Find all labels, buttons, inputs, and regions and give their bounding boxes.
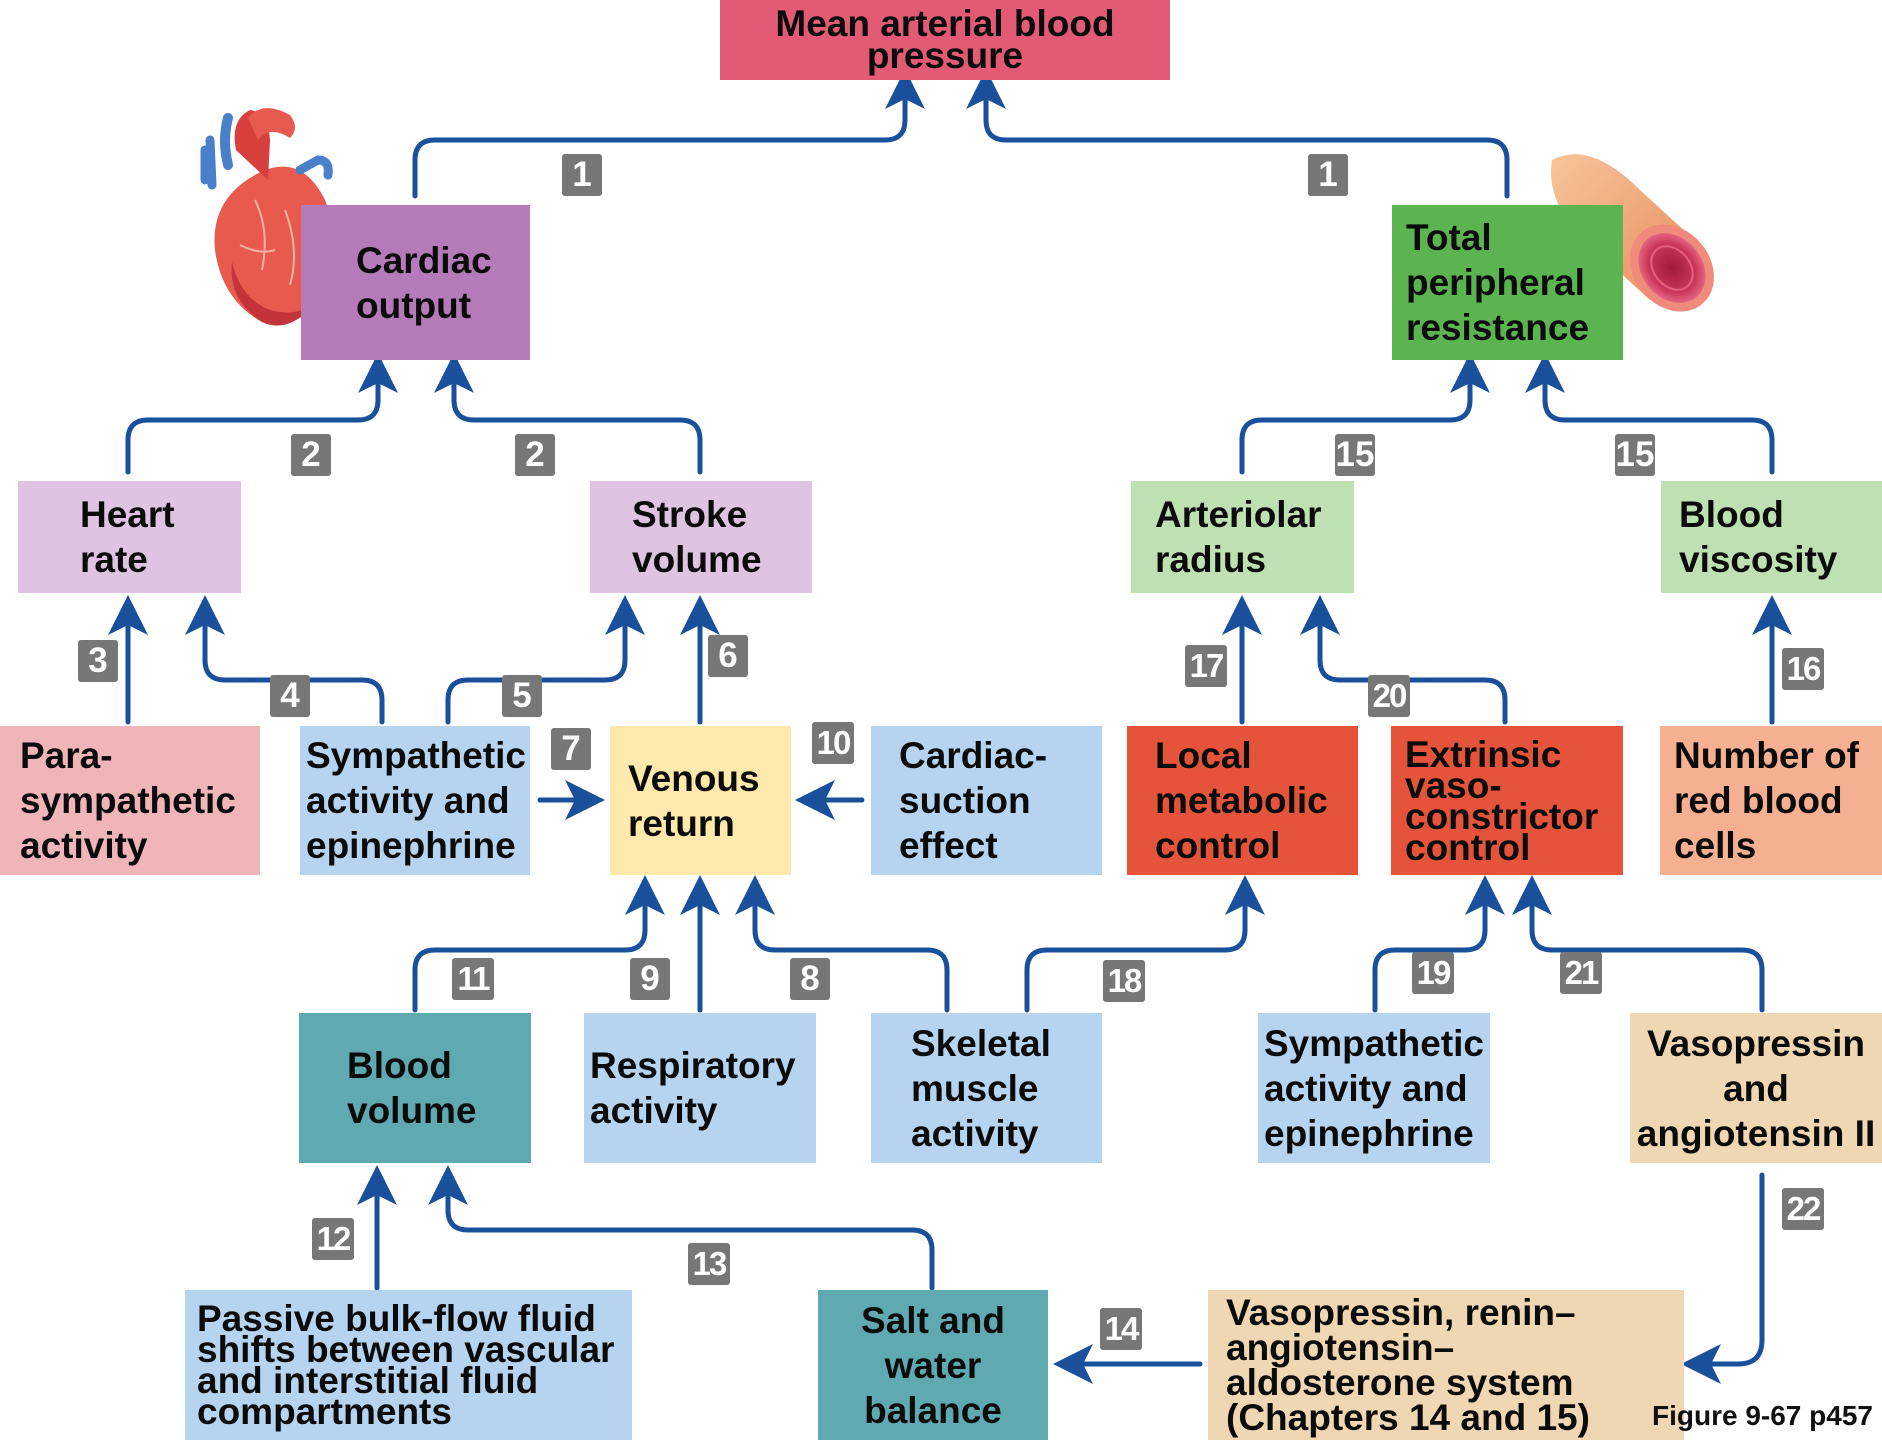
node-passive-bulk-flow: Passive bulk-flow fluid shifts between v… <box>185 1290 632 1440</box>
badge-16: 16 <box>1782 648 1824 690</box>
arrow-vaso-to-extrinsic <box>1512 875 1765 1013</box>
arrow-symp2-to-extrinsic <box>1372 875 1505 1013</box>
blood-vessel-illustration <box>1551 154 1714 312</box>
node-local-metabolic-control: Local metabolic control <box>1127 726 1358 875</box>
badge-21: 21 <box>1560 952 1602 994</box>
badge-7: 7 <box>551 728 591 770</box>
arrow-skel-to-local <box>1024 875 1265 1013</box>
badge-6: 6 <box>708 635 748 677</box>
badge-2-left: 2 <box>291 434 331 476</box>
node-mean-arterial-pressure: Mean arterial blood pressure <box>720 0 1170 80</box>
node-sympathetic-activity-left: Sympathetic activity and epinephrine <box>300 726 530 875</box>
node-skeletal-muscle-activity: Skeletal muscle activity <box>871 1013 1102 1163</box>
arrow-sv-to-co <box>434 353 703 475</box>
badge-9: 9 <box>630 958 670 1000</box>
node-salt-water-balance: Salt and water balance <box>818 1290 1048 1440</box>
arrow-bv-to-tpr <box>1525 353 1775 475</box>
node-vasopressin-angiotensin: Vasopressin and angiotensin II <box>1630 1013 1882 1163</box>
badge-4: 4 <box>270 675 310 717</box>
badge-10: 10 <box>812 722 854 764</box>
node-heart-rate: Heart rate <box>18 481 241 593</box>
arrow-ar-to-tpr <box>1239 353 1490 475</box>
node-cardiac-suction-effect: Cardiac- suction effect <box>871 726 1102 875</box>
arrow-hr-to-co <box>125 353 398 475</box>
node-cardiac-output: Cardiac output <box>301 205 530 360</box>
figure-caption: Figure 9-67 p457 <box>1652 1400 1873 1431</box>
arrow-tpr-to-map <box>966 69 1510 199</box>
arrow-extrinsic-to-ar <box>1300 595 1508 725</box>
badge-1-right: 1 <box>1308 154 1348 196</box>
arrow-co-to-map <box>412 69 925 199</box>
node-venous-return: Venous return <box>610 726 791 875</box>
badge-11: 11 <box>452 958 494 1000</box>
node-total-peripheral-resistance: Total peripheral resistance <box>1392 205 1623 360</box>
arrow-vaso-to-raas <box>1681 1172 1765 1384</box>
badge-8: 8 <box>790 958 830 1000</box>
node-red-blood-cells: Number of red blood cells <box>1660 726 1882 875</box>
arrow-salt-to-bvol <box>428 1165 935 1291</box>
badge-15-left: 15 <box>1335 434 1375 476</box>
badge-15-right: 15 <box>1615 434 1655 476</box>
badge-19: 19 <box>1412 952 1454 994</box>
badge-18: 18 <box>1103 960 1145 1002</box>
node-respiratory-activity: Respiratory activity <box>584 1013 816 1163</box>
node-parasympathetic-activity: Para- sympathetic activity <box>0 726 260 875</box>
badge-5: 5 <box>502 675 542 717</box>
badge-12: 12 <box>312 1218 354 1260</box>
node-raas: Vasopressin, renin– angiotensin– aldoste… <box>1208 1290 1684 1440</box>
badge-20: 20 <box>1368 675 1410 717</box>
badge-1-left: 1 <box>562 154 602 196</box>
arrow-bvol-to-vr <box>412 875 665 1013</box>
arrow-skel-to-vr <box>735 875 950 1013</box>
badge-17: 17 <box>1185 645 1227 687</box>
node-blood-viscosity: Blood viscosity <box>1661 481 1882 593</box>
badge-14: 14 <box>1100 1308 1142 1350</box>
node-stroke-volume: Stroke volume <box>590 481 812 593</box>
node-extrinsic-vasoconstrictor-control: Extrinsic vaso- constrictor control <box>1391 726 1623 875</box>
badge-13: 13 <box>688 1243 730 1285</box>
badge-2-right: 2 <box>515 434 555 476</box>
badge-22: 22 <box>1782 1188 1824 1230</box>
node-blood-volume: Blood volume <box>299 1013 531 1163</box>
node-sympathetic-activity-right: Sympathetic activity and epinephrine <box>1258 1013 1490 1163</box>
badge-3: 3 <box>78 640 118 682</box>
node-arteriolar-radius: Arteriolar radius <box>1131 481 1354 593</box>
